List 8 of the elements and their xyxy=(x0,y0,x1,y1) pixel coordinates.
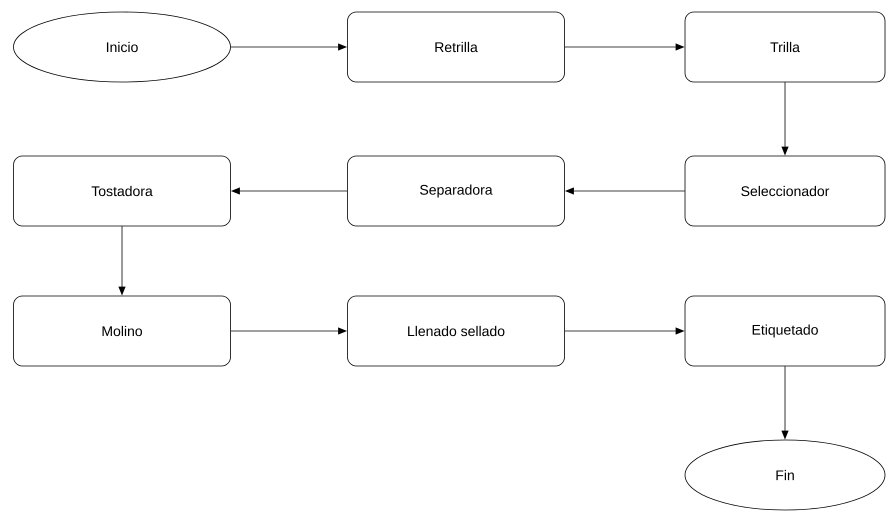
process-box: Etiquetado xyxy=(684,296,886,366)
process-box: Tostadora xyxy=(13,156,231,226)
process-box: Molino xyxy=(13,296,231,366)
process-box: Llenado sellado xyxy=(347,296,565,366)
process-box: Separadora xyxy=(347,156,565,226)
process-box: Trilla xyxy=(684,12,886,82)
process-box: Seleccionador xyxy=(684,156,886,226)
process-box: Retrilla xyxy=(347,12,565,82)
